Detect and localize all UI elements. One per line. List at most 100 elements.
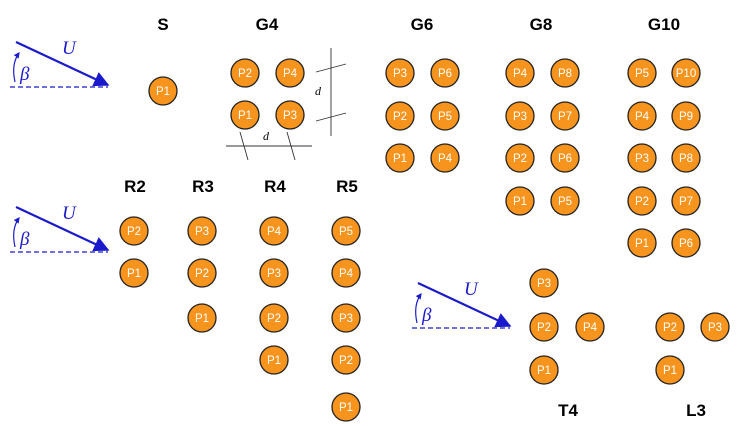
angle-arc: [415, 293, 422, 324]
vertical-dimension-symbol: d: [315, 84, 322, 98]
particle-circle: [385, 101, 415, 131]
particle-label: P8: [558, 68, 572, 80]
particle-label: P2: [127, 226, 141, 238]
particle-t4-p4: P4: [575, 312, 605, 342]
particle-circle: [505, 186, 535, 216]
particle-circle: [259, 345, 289, 375]
particle-label: P1: [537, 365, 551, 377]
particle-g6-p2: P2: [385, 101, 415, 131]
particle-label: P1: [393, 153, 407, 165]
particle-label: P3: [708, 322, 722, 334]
particle-label: P4: [339, 268, 354, 280]
particle-r5-p1: P1: [331, 392, 361, 422]
particle-label: P3: [635, 153, 649, 165]
particle-label: P3: [195, 226, 209, 238]
particle-g8-p6: P6: [550, 143, 580, 173]
particle-label: P1: [127, 268, 141, 280]
particle-label: P2: [267, 313, 281, 325]
particle-t4-p1: P1: [529, 355, 559, 385]
particle-circle: [550, 58, 580, 88]
dimension-tick: [315, 63, 347, 73]
angle-symbol: β: [421, 305, 432, 326]
particle-label: P6: [558, 153, 572, 165]
velocity-arrow: [15, 41, 110, 87]
particle-circle: [230, 100, 260, 130]
particle-g10-p6: P6: [671, 228, 701, 258]
particle-r5-p4: P4: [331, 258, 361, 288]
particle-g10-p4: P4: [627, 101, 657, 131]
particle-label: P3: [267, 268, 281, 280]
particle-circle: [187, 258, 217, 288]
particle-g4-p3: P3: [275, 100, 305, 130]
particle-g10-p8: P8: [671, 143, 701, 173]
particle-circle: [575, 312, 605, 342]
config-label-g8: G8: [530, 15, 553, 34]
particle-r2-p1: P1: [119, 258, 149, 288]
particle-label: P3: [339, 313, 353, 325]
particle-r4-p3: P3: [259, 258, 289, 288]
dimension-tick: [315, 112, 347, 122]
velocity-arrow: [15, 206, 110, 252]
particle-t4-p3: P3: [529, 268, 559, 298]
particle-g8-p5: P5: [550, 186, 580, 216]
particle-r4-p2: P2: [259, 303, 289, 333]
particle-l3-p3: P3: [700, 312, 730, 342]
particle-label: P2: [663, 322, 677, 334]
particle-r3-p1: P1: [187, 303, 217, 333]
config-label-r4: R4: [264, 177, 286, 196]
dimension-tick: [239, 131, 249, 161]
particle-label: P1: [513, 196, 527, 208]
particle-circle: [430, 58, 460, 88]
particle-circle: [259, 303, 289, 333]
particle-circle: [505, 143, 535, 173]
config-label-t4: T4: [558, 401, 578, 420]
particle-circle: [655, 312, 685, 342]
particle-circle: [331, 345, 361, 375]
particle-label: P8: [679, 153, 693, 165]
particle-r3-p2: P2: [187, 258, 217, 288]
particle-r4-p1: P1: [259, 345, 289, 375]
particle-circle: [119, 258, 149, 288]
particle-g4-p4: P4: [275, 58, 305, 88]
particle-label: P2: [635, 196, 649, 208]
particle-circle: [627, 101, 657, 131]
particle-r5-p2: P2: [331, 345, 361, 375]
particle-label: P5: [438, 111, 452, 123]
particle-circle: [700, 312, 730, 342]
particle-label: P4: [635, 111, 650, 123]
particle-label: P1: [635, 238, 649, 250]
particle-circle: [385, 58, 415, 88]
config-label-g10: G10: [648, 15, 680, 34]
particle-g6-p4: P4: [430, 143, 460, 173]
particle-g10-p1: P1: [627, 228, 657, 258]
flow-indicator-2: Uβ: [10, 203, 110, 253]
particle-label: P10: [676, 68, 696, 80]
particle-g8-p1: P1: [505, 186, 535, 216]
particle-g10-p2: P2: [627, 186, 657, 216]
particle-t4-p2: P2: [529, 312, 559, 342]
particle-label: P4: [583, 322, 598, 334]
config-label-r5: R5: [336, 177, 358, 196]
particle-circle: [627, 143, 657, 173]
particle-label: P5: [339, 226, 353, 238]
particle-g8-p4: P4: [505, 58, 535, 88]
g4-dimension-marks: [226, 48, 347, 161]
particle-label: P4: [283, 68, 298, 80]
particle-g4-p1: P1: [230, 100, 260, 130]
particle-g6-p3: P3: [385, 58, 415, 88]
particle-circle: [148, 76, 178, 106]
particle-label: P3: [513, 111, 527, 123]
particle-label: P2: [537, 322, 551, 334]
particle-label: P1: [238, 110, 252, 122]
particle-g6-p5: P5: [430, 101, 460, 131]
particle-l3-p1: P1: [655, 355, 685, 385]
particle-l3-p2: P2: [655, 312, 685, 342]
particle-circle: [230, 58, 260, 88]
particle-r3-p3: P3: [187, 216, 217, 246]
angle-arc: [13, 217, 20, 248]
particle-g10-p3: P3: [627, 143, 657, 173]
particle-label: P1: [663, 365, 677, 377]
particle-circle: [550, 143, 580, 173]
